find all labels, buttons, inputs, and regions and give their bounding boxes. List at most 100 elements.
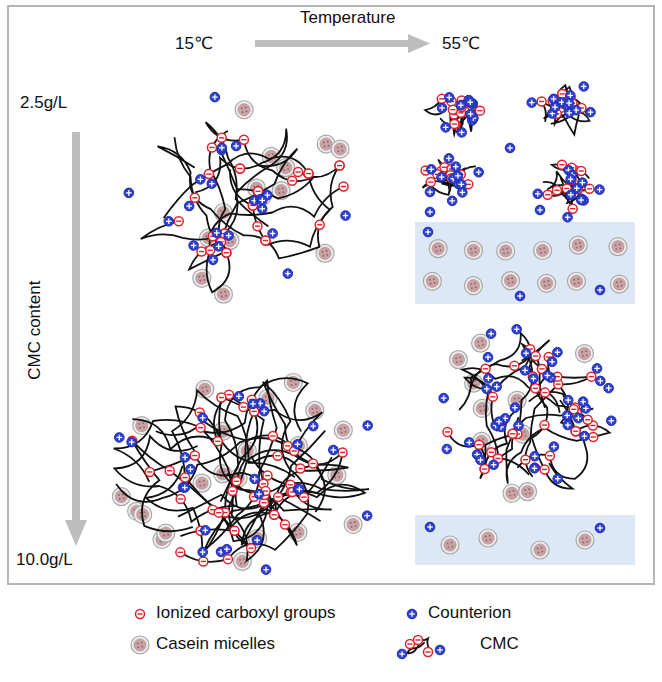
casein-dot <box>338 151 340 153</box>
carboxyl-group <box>510 361 519 370</box>
counterion-plus <box>599 187 600 193</box>
counterion-plus <box>461 182 462 188</box>
casein-dot <box>489 539 491 541</box>
casein-micelle <box>334 421 352 439</box>
counterion <box>186 464 196 474</box>
counterion <box>505 143 515 153</box>
carboxyl-group <box>309 459 318 468</box>
carboxyl-group <box>571 427 580 436</box>
legend-text: Casein micelles <box>156 634 275 654</box>
counterion-plus <box>202 415 203 421</box>
carboxyl-minus <box>482 468 487 469</box>
counterion <box>426 164 436 174</box>
counterion <box>196 175 206 185</box>
counterion-plus <box>211 181 212 187</box>
carboxyl-minus <box>533 388 538 389</box>
casein-dot <box>544 285 546 287</box>
counterion-plus <box>509 145 510 151</box>
counterion-plus <box>525 350 526 356</box>
casein-dot <box>541 551 543 553</box>
carboxyl-group <box>174 217 183 226</box>
carboxyl-minus <box>224 252 229 253</box>
casein-dot <box>239 475 241 477</box>
casein-dot <box>239 559 241 561</box>
counterion-plus <box>452 198 453 204</box>
carboxyl-group <box>335 161 344 170</box>
counterion <box>530 463 540 473</box>
carboxyl-minus <box>542 469 547 470</box>
counterion-plus <box>258 491 259 497</box>
casein-dot <box>355 525 357 527</box>
carboxyl-group <box>270 510 279 519</box>
carboxyl-group <box>196 423 205 432</box>
counterion <box>250 474 260 484</box>
counterion-plus <box>461 130 462 136</box>
counterion-plus <box>200 177 201 183</box>
carboxyl-group <box>268 431 277 440</box>
counterion <box>164 217 174 227</box>
carboxyl-group <box>204 170 213 179</box>
carboxyl-minus <box>137 613 142 614</box>
casein-dot <box>312 408 314 410</box>
counterion-plus <box>429 209 430 215</box>
counterion <box>484 374 494 384</box>
counterion-plus <box>168 219 169 225</box>
carboxyl-minus <box>219 397 224 398</box>
counterion <box>425 187 435 197</box>
casein-core <box>578 347 590 359</box>
counterion <box>268 229 278 239</box>
casein-dot <box>344 427 346 429</box>
casein-dot <box>524 489 526 491</box>
axis-label: 2.5g/L <box>20 93 67 113</box>
casein-dot <box>143 426 145 428</box>
counterion <box>543 371 553 381</box>
casein-dot <box>323 142 325 144</box>
counterion-plus <box>596 366 597 372</box>
counterion-plus <box>366 513 367 519</box>
counterion-plus <box>567 422 568 428</box>
casein-dot <box>518 397 520 399</box>
cmc-chain <box>175 138 344 292</box>
cmc-chain <box>544 164 589 208</box>
carboxyl-minus <box>407 643 412 644</box>
cmc-chain <box>518 357 588 479</box>
counterion-plus <box>547 373 548 379</box>
casein-dot <box>524 435 526 437</box>
carboxyl-group <box>235 164 244 173</box>
counterion-plus <box>401 651 402 657</box>
counterion <box>261 565 271 575</box>
carboxyl-minus <box>458 112 463 113</box>
counterion-plus <box>505 416 506 422</box>
counterion <box>363 421 373 431</box>
counterion <box>564 108 574 118</box>
carboxyl-minus <box>523 459 528 460</box>
casein-dot <box>295 534 297 536</box>
casein-dot <box>295 383 297 385</box>
counterion <box>425 522 435 532</box>
casein-core <box>467 244 479 256</box>
counterion <box>437 103 447 113</box>
casein-micelle <box>473 399 491 417</box>
casein-core <box>334 143 346 155</box>
casein-dot <box>225 295 227 297</box>
counterion <box>483 352 493 362</box>
casein-core <box>426 275 438 287</box>
carboxyl-group <box>480 465 489 474</box>
casein-dot <box>219 471 221 473</box>
counterion <box>466 109 476 119</box>
casein-dot <box>141 642 143 644</box>
casein-dot <box>334 477 336 479</box>
casein-micelle <box>157 524 175 542</box>
casein-dot <box>539 248 541 250</box>
casein-micelle <box>233 552 251 570</box>
casein-dot <box>477 341 479 343</box>
casein-dot <box>199 280 201 282</box>
carboxyl-minus <box>263 240 268 241</box>
carboxyl-group <box>176 548 185 557</box>
carboxyl-minus <box>489 452 494 453</box>
cmc-chain <box>133 395 322 451</box>
carboxyl-group <box>181 473 190 482</box>
counterion <box>295 484 305 494</box>
carboxyl-minus <box>167 470 172 471</box>
counterion <box>248 399 258 409</box>
